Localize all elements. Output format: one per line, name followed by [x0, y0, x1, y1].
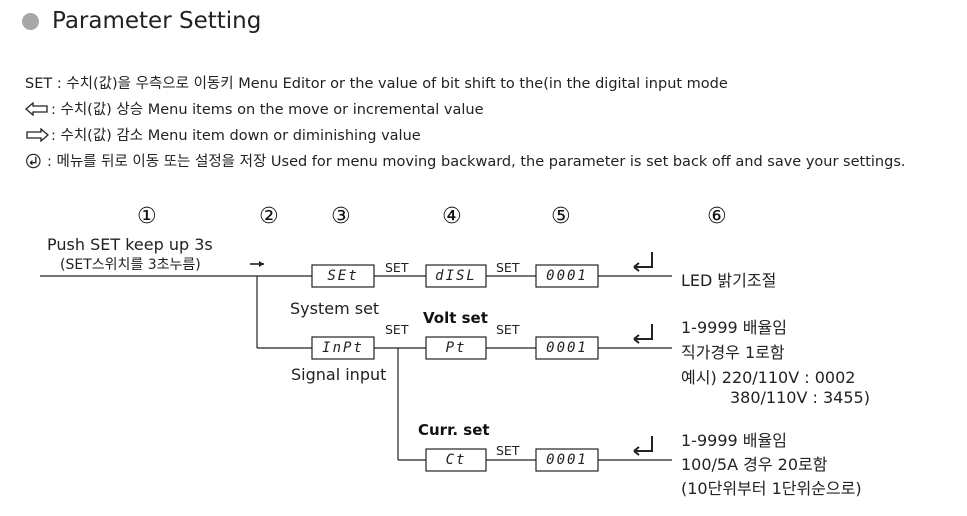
set-label: SET	[385, 322, 409, 337]
row3-desc-line: (10단위부터 1단위순으로)	[681, 479, 862, 498]
signal-input-caption: Signal input	[291, 365, 387, 384]
set-label: SET	[496, 443, 520, 458]
legend-up: : 수치(값) 상승 Menu items on the move or inc…	[25, 98, 484, 119]
step-5: ⑤	[551, 204, 571, 229]
step-3: ③	[331, 204, 351, 229]
lcd-input: InPt	[322, 340, 364, 356]
curr-set-heading: Curr. set	[418, 421, 490, 439]
lcd-system-set: SEt	[327, 268, 359, 284]
set-label: SET	[385, 260, 409, 275]
enter-icon	[633, 324, 653, 344]
legend-set-text: SET : 수치(값)을 우측으로 이동키 Menu Editor or the…	[25, 76, 728, 92]
row3-desc-line: 100/5A 경우 20로함	[681, 455, 828, 474]
right-arrow-icon	[26, 128, 49, 142]
row2-desc-line: 1-9999 배율임	[681, 318, 787, 337]
legend-down: : 수치(값) 감소 Menu item down or diminishing…	[25, 124, 421, 145]
page-title: Parameter Setting	[52, 8, 262, 34]
legend-up-text: : 수치(값) 상승 Menu items on the move or inc…	[51, 102, 484, 118]
step-1: ①	[137, 204, 157, 229]
set-label: SET	[496, 322, 520, 337]
lcd-display: dISL	[435, 268, 477, 284]
enter-icon	[633, 252, 653, 272]
row2-desc-line: 예시) 220/110V : 0002	[681, 368, 856, 387]
legend-set: SET : 수치(값)을 우측으로 이동키 Menu Editor or the…	[25, 72, 728, 93]
step-6: ⑥	[707, 204, 727, 229]
push-set-sub: (SET스위치를 3초누름)	[60, 257, 201, 273]
volt-set-heading: Volt set	[423, 309, 488, 327]
enter-icon	[633, 436, 653, 456]
title-bullet	[22, 13, 39, 30]
row3-desc-line: 1-9999 배율임	[681, 431, 787, 450]
row1-desc: LED 밝기조절	[681, 271, 777, 290]
legend-return: : 메뉴를 뒤로 이동 또는 설정을 저장 Used for menu movi…	[25, 150, 905, 171]
step-4: ④	[442, 204, 462, 229]
legend-down-text: : 수치(값) 감소 Menu item down or diminishing…	[51, 128, 421, 144]
legend-return-text: : 메뉴를 뒤로 이동 또는 설정을 저장 Used for menu movi…	[47, 154, 906, 170]
set-label: SET	[496, 260, 520, 275]
row2-desc-line: 직가경우 1로함	[681, 343, 785, 362]
return-icon	[26, 153, 41, 169]
system-set-caption: System set	[290, 299, 380, 318]
lcd-value: 0001	[546, 452, 588, 468]
lcd-value: 0001	[546, 268, 588, 284]
lcd-ct: Ct	[445, 452, 467, 468]
arrow-icon	[250, 261, 264, 267]
row2-desc-line: 380/110V : 3455)	[730, 388, 870, 407]
step-2: ②	[259, 204, 279, 229]
lcd-pt: Pt	[445, 340, 467, 356]
left-arrow-icon	[25, 102, 48, 116]
lcd-value: 0001	[546, 340, 588, 356]
push-set-label: Push SET keep up 3s	[47, 235, 213, 254]
